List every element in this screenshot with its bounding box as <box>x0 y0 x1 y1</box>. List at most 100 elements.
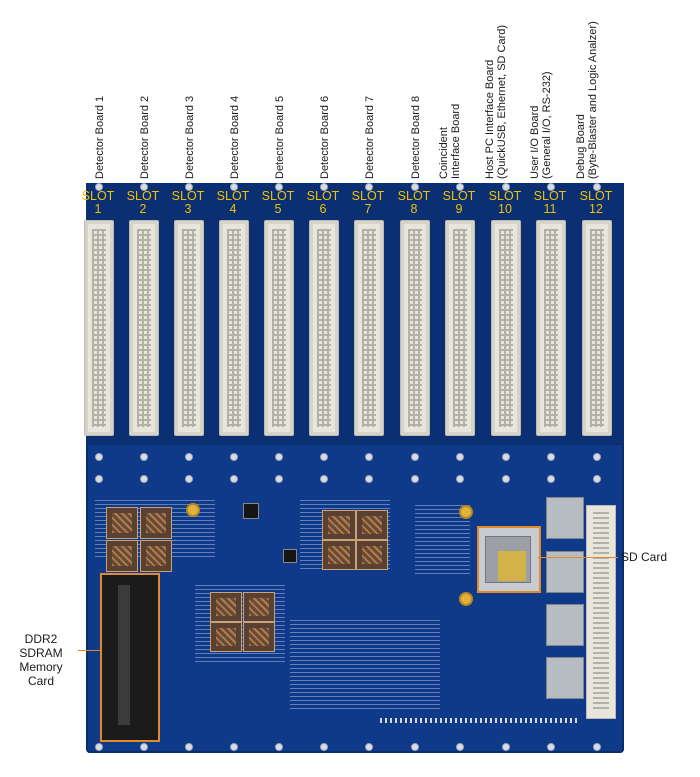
slot-word: SLOT <box>306 189 340 203</box>
slot-number: 7 <box>364 202 372 216</box>
mounting-hole <box>547 183 555 191</box>
mounting-hole <box>275 743 283 751</box>
mounting-hole <box>140 183 148 191</box>
slot-word: SLOT <box>81 189 115 203</box>
sd-socket-housing <box>485 536 531 583</box>
mounting-hole <box>320 743 328 751</box>
slot-word: SLOT <box>397 189 431 203</box>
mounting-hole <box>593 743 601 751</box>
mounting-hole <box>95 475 103 483</box>
bga-chip <box>243 592 275 622</box>
slot-connector <box>219 220 249 436</box>
mounting-hole <box>365 475 373 483</box>
mounting-hole <box>320 475 328 483</box>
board-name-line1: Detector Board 6 <box>319 95 331 179</box>
board-name-label: Host PC Interface Board(QuickUSB, Ethern… <box>484 25 508 179</box>
mounting-hole <box>547 743 555 751</box>
ic-chip <box>243 503 259 519</box>
mounting-hole <box>456 743 464 751</box>
mounting-hole <box>502 475 510 483</box>
board-name-line1: Detector Board 5 <box>274 95 286 179</box>
bga-chip <box>356 510 388 540</box>
mounting-hole <box>95 743 103 751</box>
board-name-label: Detector Board 2 <box>139 96 151 179</box>
mounting-hole <box>185 453 193 461</box>
mounting-hole <box>411 453 419 461</box>
side-connector <box>586 505 616 719</box>
board-name-line1: User I/O Board <box>529 105 541 179</box>
sd-card-callout-line <box>538 557 618 558</box>
slot-word: SLOT <box>579 189 613 203</box>
slot-number: 1 <box>94 202 102 216</box>
slot-word: SLOT <box>216 189 250 203</box>
gold-pad <box>459 505 473 519</box>
slot-number: 8 <box>410 202 418 216</box>
board-name-line2: (QuickUSB, Ethernet, SD Card) <box>496 24 508 179</box>
board-name-label: Detector Board 8 <box>410 96 422 179</box>
slot-connector <box>129 220 159 436</box>
sd-card-label: SD Card <box>621 550 668 564</box>
board-name-line1: Detector Board 7 <box>364 95 376 179</box>
bga-chip <box>106 540 138 572</box>
mounting-hole <box>275 453 283 461</box>
mounting-hole <box>230 183 238 191</box>
bga-chip <box>140 507 172 539</box>
mounting-hole <box>275 183 283 191</box>
slot-number: 4 <box>229 202 237 216</box>
slot-word: SLOT <box>533 189 567 203</box>
mounting-hole <box>547 475 555 483</box>
slot-word: SLOT <box>261 189 295 203</box>
sd-card <box>498 551 526 581</box>
slot-number: 6 <box>319 202 327 216</box>
board-name-line1: Detector Board 1 <box>94 95 106 179</box>
slot-word: SLOT <box>488 189 522 203</box>
mounting-hole <box>365 743 373 751</box>
mounting-hole <box>502 453 510 461</box>
mounting-hole <box>456 475 464 483</box>
mounting-hole <box>140 453 148 461</box>
mounting-hole <box>365 183 373 191</box>
board-name-line2: (Byte-Blaster and Logic Analzer) <box>587 21 599 179</box>
board-name-line1: Detector Board 4 <box>229 95 241 179</box>
board-name-line1: Detector Board 8 <box>410 95 422 179</box>
slot-connector <box>354 220 384 436</box>
ic-chip <box>283 549 297 563</box>
bga-chip <box>243 622 275 652</box>
board-name-line1: Detector Board 3 <box>184 95 196 179</box>
board-name-label: User I/O Board(General I/O, RS-232) <box>529 71 553 179</box>
memory-label-line3: Memory Card <box>19 660 63 688</box>
slot-word: SLOT <box>126 189 160 203</box>
mounting-hole <box>95 453 103 461</box>
slot-connector <box>309 220 339 436</box>
slot-number: 11 <box>543 202 557 216</box>
mounting-hole <box>365 453 373 461</box>
mounting-hole <box>502 743 510 751</box>
ddr2-memory-slot <box>100 573 160 742</box>
mounting-hole <box>411 475 419 483</box>
pin-header <box>380 718 580 723</box>
slot-word: SLOT <box>442 189 476 203</box>
bga-chip <box>322 540 356 570</box>
board-name-label: Debug Board(Byte-Blaster and Logic Analz… <box>575 21 599 179</box>
board-name-line2: Interface Board <box>450 103 462 179</box>
magnetics-module <box>546 657 584 699</box>
memory-label-line1: DDR2 <box>24 632 58 646</box>
slot-connector <box>445 220 475 436</box>
board-name-label: Detector Board 4 <box>229 96 241 179</box>
mounting-hole <box>593 183 601 191</box>
slot-connector <box>174 220 204 436</box>
memory-label-line2: SDRAM <box>19 646 63 660</box>
silkscreen-block <box>290 620 440 710</box>
mounting-hole <box>411 743 419 751</box>
slot-word: SLOT <box>351 189 385 203</box>
